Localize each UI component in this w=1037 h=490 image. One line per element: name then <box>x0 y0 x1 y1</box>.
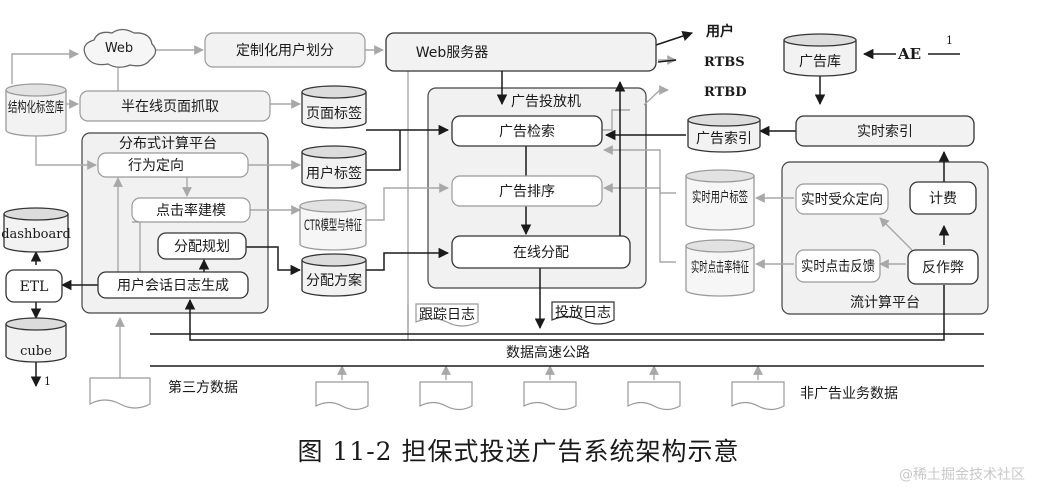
allocation-plan-label: 分配方案 <box>306 272 362 289</box>
behavior-targeting-label: 行为定向 <box>128 158 184 174</box>
dashboard-cylinder: dashboard <box>1 207 71 253</box>
user-session-log-label: 用户会话日志生成 <box>117 277 229 294</box>
anti-fraud-label: 反作弊 <box>922 260 964 276</box>
architecture-diagram: Web 定制化用户划分 Web服务器 用户 RTBS RTBD 广告库 AE 1… <box>1 23 989 411</box>
tracking-log-label: 跟踪日志 <box>419 307 475 323</box>
behavior-targeting-box <box>97 152 249 178</box>
user-session-log-box <box>97 271 249 299</box>
etl-label: ETL <box>20 279 49 295</box>
ctr-modeling-label: 点击率建模 <box>156 202 226 219</box>
ad-index-label: 广告索引 <box>696 130 752 147</box>
structured-tag-db-cylinder: 结构化标签库 <box>5 83 67 137</box>
web-cloud: Web <box>83 28 157 68</box>
ae-label: AE <box>897 45 921 63</box>
realtime-ctr-feedback-box <box>795 249 881 283</box>
realtime-user-tags-label: 实时用户标签 <box>692 189 748 206</box>
allocation-plan-cylinder: 分配方案 <box>301 253 367 297</box>
structured-tag-db-label: 结构化标签库 <box>8 99 64 116</box>
online-allocation-box <box>451 235 631 269</box>
billing-label: 计费 <box>929 191 957 207</box>
billing-box <box>909 181 977 215</box>
watermark: @稀土掘金技术社区 <box>899 467 1025 483</box>
realtime-ctr-feedback-label: 实时点击反馈 <box>801 259 875 275</box>
distributed-platform-group <box>81 132 269 314</box>
online-allocation-label: 在线分配 <box>513 245 569 261</box>
distributed-platform-label: 分布式计算平台 <box>119 136 217 152</box>
ad-ranking-label: 广告排序 <box>499 184 555 200</box>
realtime-user-tags-cylinder: 实时用户标签 <box>685 169 755 231</box>
ad-ranking-box <box>451 175 603 207</box>
user-tags-label: 用户标签 <box>306 165 362 182</box>
user-tags-cylinder: 用户标签 <box>301 145 367 189</box>
output-rtbd-label: RTBD <box>704 85 747 100</box>
custom-user-segment-box <box>204 32 366 68</box>
serving-log-label: 投放日志 <box>555 305 611 321</box>
cube-label: cube <box>20 344 52 359</box>
third-party-data-label: 第三方数据 <box>168 379 238 396</box>
allocation-planning-label: 分配规划 <box>174 239 230 255</box>
output-user-label: 用户 <box>706 23 734 40</box>
realtime-ctr-features-cylinder: 实时点击率特征 <box>685 239 755 297</box>
ad-library-cylinder: 广告库 <box>783 33 857 77</box>
realtime-index-label: 实时索引 <box>857 123 913 140</box>
ctr-model-features-cylinder: CTR模型与特征 <box>299 199 367 251</box>
cube-cylinder: cube <box>5 317 67 363</box>
semi-online-crawl-box <box>79 90 271 122</box>
page-tags-cylinder: 页面标签 <box>301 85 367 129</box>
allocation-planning-box <box>157 232 247 260</box>
serving-log-doc: 投放日志 <box>551 301 615 325</box>
semi-online-crawl-label: 半在线页面抓取 <box>121 99 219 115</box>
ad-index-cylinder: 广告索引 <box>687 113 761 153</box>
figure-caption: 图 11-2 担保式投送广告系统架构示意 <box>297 437 740 466</box>
business-data-doc-5 <box>731 381 785 411</box>
business-data-doc-4 <box>627 381 681 411</box>
realtime-audience-targeting-label: 实时受众定向 <box>801 192 883 208</box>
output-rtbs-label: RTBS <box>704 55 745 70</box>
web-server-label: Web服务器 <box>416 45 489 61</box>
realtime-index-box <box>795 115 975 147</box>
ctr-model-features-label: CTR模型与特征 <box>304 218 362 234</box>
anti-fraud-box <box>907 249 979 285</box>
business-data-doc-1 <box>315 381 369 411</box>
tracking-log-doc: 跟踪日志 <box>415 303 479 327</box>
dashboard-label: dashboard <box>1 227 71 242</box>
page-tags-label: 页面标签 <box>306 105 362 122</box>
ad-library-label: 广告库 <box>799 54 841 70</box>
non-ad-business-data-label: 非广告业务数据 <box>800 386 898 402</box>
business-data-doc-3 <box>523 381 577 411</box>
stream-platform-label: 流计算平台 <box>850 295 920 311</box>
ae-mark: 1 <box>946 34 953 47</box>
business-data-doc-2 <box>419 381 473 411</box>
ad-retrieval-box <box>451 115 603 147</box>
custom-user-segment-label: 定制化用户划分 <box>236 42 334 59</box>
ctr-modeling-box <box>131 197 251 223</box>
third-party-data-doc <box>89 377 151 409</box>
cube-mark: 1 <box>44 375 51 388</box>
etl-box <box>5 269 63 303</box>
ad-serving-engine-label: 广告投放机 <box>511 94 581 110</box>
realtime-audience-targeting-box <box>795 183 889 215</box>
data-highway-label: 数据高速公路 <box>506 344 590 361</box>
web-label: Web <box>105 41 133 56</box>
web-server-box <box>385 32 657 72</box>
ad-retrieval-label: 广告检索 <box>499 123 555 140</box>
realtime-ctr-features-label: 实时点击率特征 <box>691 259 749 276</box>
